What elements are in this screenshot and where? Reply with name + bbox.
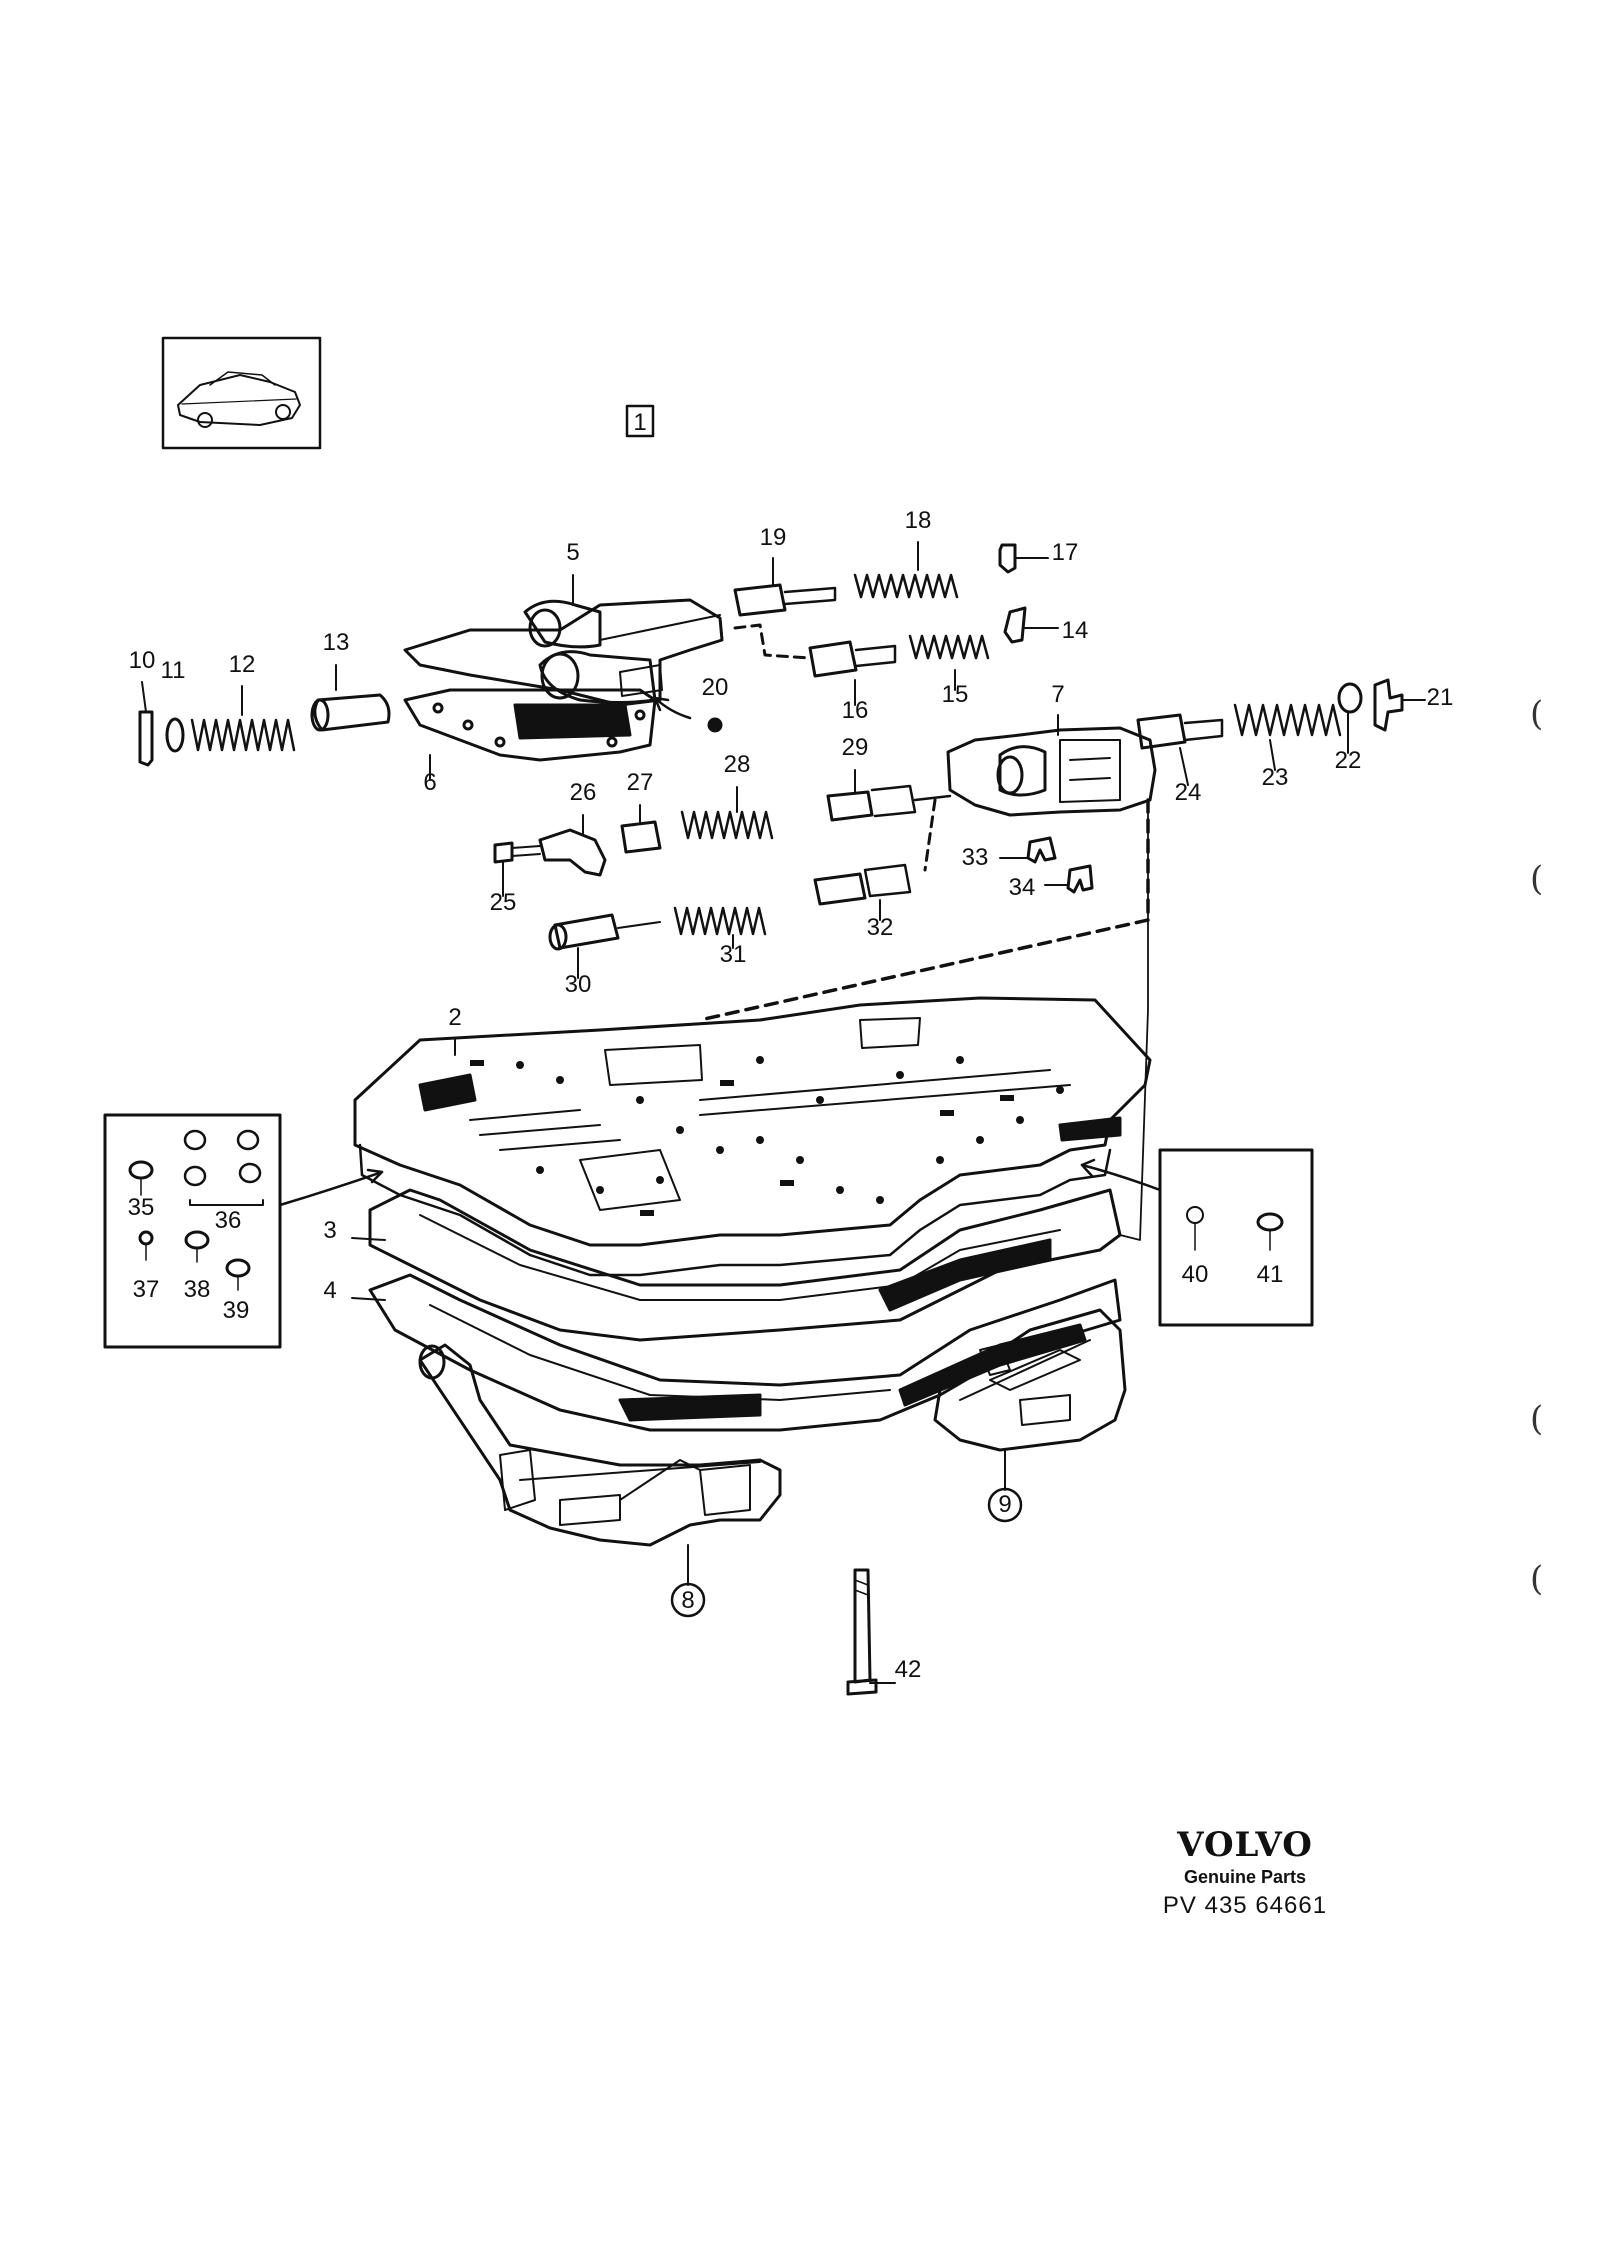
valve-13	[313, 693, 391, 732]
ball-20	[707, 717, 723, 733]
callout-7: 7	[1051, 681, 1064, 708]
retainer-21	[1373, 678, 1404, 732]
spring-31	[673, 906, 767, 936]
valve-16	[808, 640, 858, 678]
callout-24: 24	[1175, 779, 1202, 806]
callout-28: 28	[724, 751, 751, 778]
valve-32	[813, 872, 867, 906]
callout-29: 29	[842, 734, 869, 761]
callout-33: 33	[962, 844, 989, 871]
brand-block: VOLVO Genuine Parts PV 435 64661	[1135, 1825, 1355, 1920]
callout-15: 15	[942, 681, 969, 708]
bolt-42	[846, 1568, 896, 1696]
callout-ring-9	[987, 1487, 1023, 1523]
callout-2: 2	[448, 1004, 461, 1031]
clip-33	[1026, 836, 1057, 864]
scan-mark: (	[1530, 859, 1543, 899]
inset-seals-35-39	[103, 1113, 282, 1349]
clip-34	[1066, 864, 1094, 894]
scan-mark: (	[1530, 694, 1543, 734]
callout-21: 21	[1427, 684, 1454, 711]
retainer-10	[138, 710, 154, 767]
group-number: 1	[633, 409, 646, 436]
callout-36: 36	[215, 1207, 242, 1234]
bracket-26	[538, 828, 607, 877]
callout-17: 17	[1052, 539, 1079, 566]
screw-25	[493, 841, 514, 864]
callout-23: 23	[1262, 764, 1289, 791]
callout-41: 41	[1257, 1261, 1284, 1288]
callout-8: 8	[681, 1587, 694, 1614]
vehicle-thumbnail	[161, 336, 322, 450]
washer-22	[1337, 682, 1363, 714]
callout-4: 4	[323, 1277, 336, 1304]
separator-plate-6	[403, 688, 657, 762]
callout-38: 38	[184, 1276, 211, 1303]
callout-34: 34	[1009, 874, 1036, 901]
lower-valve-body-9	[933, 1308, 1127, 1452]
callout-30: 30	[565, 971, 592, 998]
callout-19: 19	[760, 524, 787, 551]
spring-12	[190, 718, 296, 752]
washer-11	[165, 717, 185, 753]
spring-28	[680, 810, 774, 840]
spring-18	[853, 573, 959, 599]
callout-35: 35	[128, 1194, 155, 1221]
valve-24	[1136, 713, 1187, 750]
group-box	[625, 404, 655, 438]
callout-11: 11	[161, 657, 186, 684]
callout-20: 20	[702, 674, 729, 701]
callout-25: 25	[490, 889, 517, 916]
spring-23	[1233, 703, 1342, 737]
spring-15	[908, 634, 990, 660]
callout-14: 14	[1062, 617, 1089, 644]
callout-26: 26	[570, 779, 597, 806]
plug-30	[553, 913, 620, 950]
callout-16: 16	[842, 697, 869, 724]
valve-body-5	[403, 598, 724, 707]
callout-5: 5	[566, 539, 579, 566]
scan-mark: (	[1530, 1399, 1543, 1439]
volvo-logo: VOLVO	[1177, 1825, 1313, 1865]
gasket-4	[368, 1273, 1122, 1432]
retainer-17	[998, 543, 1017, 574]
part-code: PV 435 64661	[1162, 1892, 1328, 1919]
callout-27: 27	[627, 769, 654, 796]
callout-40: 40	[1182, 1261, 1209, 1288]
callout-13: 13	[323, 629, 350, 656]
callout-18: 18	[905, 507, 932, 534]
brand-subtitle: Genuine Parts	[1183, 1867, 1307, 1887]
callout-12: 12	[229, 651, 256, 678]
callout-10: 10	[129, 647, 156, 674]
valve-body-7	[946, 726, 1157, 817]
valve-27	[620, 820, 662, 854]
callout-6: 6	[423, 769, 436, 796]
callout-37: 37	[133, 1276, 160, 1303]
gasket-3	[368, 1188, 1122, 1342]
callout-9: 9	[998, 1491, 1011, 1518]
callout-3: 3	[323, 1217, 336, 1244]
callout-32: 32	[867, 914, 894, 941]
callout-ring-8	[670, 1582, 706, 1618]
scan-mark: (	[1530, 1559, 1543, 1599]
inset-seals-40-41	[1158, 1148, 1314, 1327]
main-plate-2	[353, 996, 1152, 1277]
callout-42: 42	[895, 1656, 922, 1683]
valve-19	[733, 583, 787, 617]
callout-31: 31	[720, 941, 747, 968]
callout-22: 22	[1335, 747, 1362, 774]
valve-29	[826, 790, 874, 822]
callout-39: 39	[223, 1297, 250, 1324]
lower-valve-body-8	[418, 1343, 782, 1547]
retainer-14	[1003, 606, 1027, 644]
